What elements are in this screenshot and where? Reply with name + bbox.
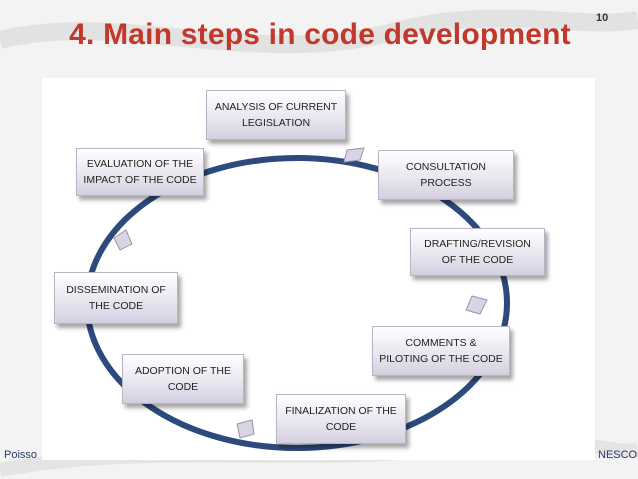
- step-adoption: Adoption of the code: [122, 354, 244, 404]
- cycle-arrow: [113, 229, 133, 251]
- step-label-line1: Analysis of current: [214, 100, 338, 113]
- footer-left-text: Poisso: [4, 449, 38, 461]
- step-consultation: Consultation process: [378, 150, 514, 200]
- step-label-line2: piloting of the code: [379, 353, 503, 365]
- cycle-diagram: Analysis of current legislation Consulta…: [42, 78, 595, 460]
- step-label-line2: process: [420, 177, 472, 189]
- step-label-line1: Dissemination of: [66, 283, 166, 296]
- step-label-line1: Evaluation of the: [86, 157, 194, 170]
- step-drafting: Drafting/Revision of the code: [410, 228, 545, 276]
- step-finalization: Finalization of the code: [276, 394, 406, 444]
- step-label-line1: Comments &: [405, 336, 477, 349]
- step-label-line1: Adoption of the: [134, 364, 232, 377]
- step-label-line1: Finalization of the: [285, 404, 397, 417]
- cycle-arrow: [465, 295, 488, 315]
- footer-right-text: NESCO: [598, 449, 638, 461]
- step-label-line2: code: [325, 421, 357, 433]
- slide-title: 4. Main steps in code development: [69, 18, 571, 51]
- step-label-line1: Consultation: [406, 160, 486, 173]
- step-evaluation: Evaluation of the impact of the code: [76, 148, 204, 196]
- page-number: 10: [596, 12, 609, 24]
- step-label-line2: the code: [88, 300, 144, 312]
- step-dissemination: Dissemination of the code: [54, 272, 178, 324]
- step-label-line2: legislation: [241, 117, 311, 129]
- step-analysis: Analysis of current legislation: [206, 90, 346, 140]
- step-label-line2: code: [167, 381, 199, 393]
- step-label-line2: of the code: [441, 254, 514, 266]
- step-label-line2: impact of the code: [83, 174, 197, 186]
- cycle-arrow: [236, 419, 255, 439]
- step-label-line1: Drafting/Revision: [424, 237, 531, 250]
- cycle-arrow: [343, 147, 365, 163]
- step-comments: Comments & piloting of the code: [372, 326, 510, 376]
